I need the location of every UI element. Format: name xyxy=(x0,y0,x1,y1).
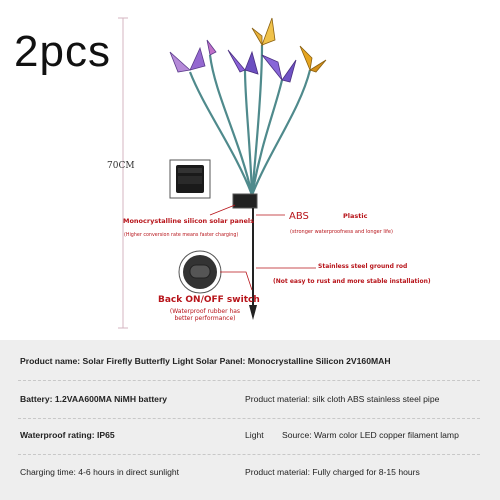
callout-lines xyxy=(209,204,316,291)
switch-button-icon xyxy=(178,250,222,294)
abs-note: (stronger waterproofness and longer life… xyxy=(290,229,393,235)
butterfly-icon xyxy=(169,17,327,83)
product-illustration-area: 2pcs xyxy=(14,17,431,329)
spec-waterproof: Waterproof rating: IP65 xyxy=(20,430,115,440)
switch-callout: Back ON/OFF switch xyxy=(158,295,260,305)
abs-callout: ABS xyxy=(289,211,309,222)
spec-charging-time: Charging time: 4-6 hours in direct sunli… xyxy=(20,467,180,477)
spec-product-name: Product name: Solar Firefly Butterfly Li… xyxy=(20,356,391,366)
switch-note-line-1: (Waterproof rubber has xyxy=(169,308,241,315)
solar-panel-callout: Monocrystalline silicon solar panels xyxy=(123,217,255,225)
spec-light-source: Source: Warm color LED copper filament l… xyxy=(282,430,459,440)
ground-rod-callout: Stainless steel ground rod xyxy=(318,263,408,270)
height-measure-line xyxy=(118,17,128,329)
divider xyxy=(18,454,480,455)
ground-rod xyxy=(249,208,257,320)
ground-rod-note: (Not easy to rust and more stable instal… xyxy=(273,278,431,285)
solar-panel-icon xyxy=(232,193,258,209)
switch-note: (Waterproof rubber has better performanc… xyxy=(164,308,246,323)
spec-material-2: Product material: Fully charged for 8-15… xyxy=(245,467,420,477)
spec-light-label: Light xyxy=(245,430,264,440)
height-label: 70CM xyxy=(107,161,135,171)
solar-panel-note: (Higher conversion rate means faster cha… xyxy=(124,233,239,238)
spec-battery: Battery: 1.2VAA600MA NiMH battery xyxy=(20,394,168,404)
spec-panel: Product name: Solar Firefly Butterfly Li… xyxy=(0,340,500,500)
solar-panel-inset xyxy=(169,159,211,199)
divider xyxy=(18,380,480,381)
product-drawing xyxy=(118,17,327,329)
spec-material-1: Product material: silk cloth ABS stainle… xyxy=(245,394,440,404)
abs-plastic-label: Plastic xyxy=(343,212,368,220)
divider xyxy=(18,418,480,419)
switch-note-line-2: better performance) xyxy=(174,314,236,322)
stems xyxy=(188,44,312,196)
quantity-label: 2pcs xyxy=(14,27,111,76)
